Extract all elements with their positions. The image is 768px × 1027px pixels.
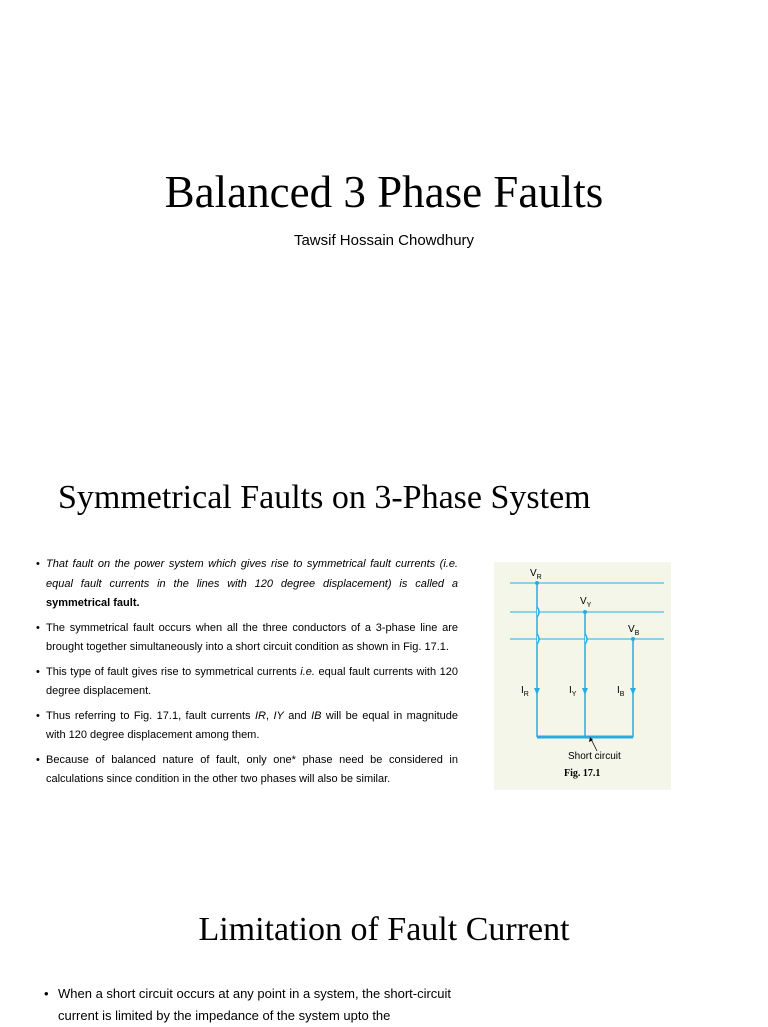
short-circuit-figure: VR VY VB IR IY IB Short circuit Fig. 17.… (494, 562, 671, 790)
bullet-text: equal fault currents with 120 degree dis… (46, 665, 458, 698)
label-ib: IB (617, 685, 625, 698)
arrow-down-icon (582, 688, 588, 695)
figure-caption: Fig. 17.1 (564, 768, 600, 779)
bullet-text: The symmetrical fault occurs when all th… (46, 621, 458, 654)
label-short-circuit: Short circuit (568, 751, 621, 762)
short-circuit-pointer (590, 738, 598, 752)
arrow-down-icon (534, 688, 540, 695)
section-heading-symmetrical-faults: Symmetrical Faults on 3-Phase System (58, 479, 591, 516)
section-heading-limitation: Limitation of Fault Current (198, 911, 570, 948)
current-iy: IY (273, 709, 284, 722)
bullet-item: • When a short circuit occurs at any poi… (44, 983, 490, 1027)
bullet-text: This type of fault gives rise to symmetr… (46, 665, 301, 678)
label-vr: VR (530, 568, 542, 581)
label-iy: IY (569, 685, 577, 698)
crossover-y-b (584, 633, 588, 645)
bullet-icon: • (36, 621, 40, 634)
bullet-item: • That fault on the power system which g… (36, 555, 458, 614)
node-r (535, 581, 539, 585)
bullet-icon: • (36, 558, 40, 570)
bullet-text-italic: i.e. equal fault currents in the lines w… (46, 558, 458, 590)
bullet-text: , (265, 709, 274, 722)
bullet-icon: • (36, 709, 40, 722)
bullet-text-bold: symmetrical fault. (46, 597, 140, 609)
current-ir: IR (254, 709, 266, 722)
pointer-arrow-icon (589, 737, 593, 742)
current-ib: IB (311, 709, 322, 722)
bullet-icon: • (36, 753, 40, 766)
bullet-item: • This type of fault gives rise to symme… (36, 663, 458, 702)
bullet-text: ) is called a (387, 577, 458, 590)
bullet-item: • Thus referring to Fig. 17.1, fault cur… (36, 707, 458, 746)
crossover-r-y (536, 606, 540, 618)
label-vb: VB (628, 624, 640, 637)
bullet-icon: • (44, 986, 49, 1001)
bullet-text: Thus referring to Fig. 17.1, fault curre… (46, 709, 255, 722)
bullet-text: and (283, 709, 312, 722)
bullet-item: • The symmetrical fault occurs when all … (36, 619, 458, 658)
bullet-icon: • (36, 665, 40, 678)
bullet-text: will be equal in magnitude with 120 degr… (46, 709, 459, 742)
label-ir: IR (521, 685, 529, 698)
crossover-r-b (536, 633, 540, 645)
node-y (583, 610, 587, 614)
limitation-bullet-list: • When a short circuit occurs at any poi… (44, 983, 490, 1027)
symmetrical-faults-bullet-list: • That fault on the power system which g… (36, 555, 458, 795)
label-vy: VY (580, 596, 592, 609)
slide-title: Balanced 3 Phase Faults (164, 167, 604, 217)
bullet-text-italic: i.e. (300, 665, 315, 678)
bullet-text: Because of balanced nature of fault, onl… (46, 753, 458, 786)
bullet-item: • Because of balanced nature of fault, o… (36, 751, 458, 790)
node-b (631, 637, 635, 641)
bullet-text: When a short circuit occurs at any point… (58, 986, 452, 1023)
bullet-text: That fault on the power system which giv… (46, 558, 444, 570)
arrow-down-icon (630, 688, 636, 695)
slide-author: Tawsif Hossain Chowdhury (293, 232, 475, 249)
short-circuit-diagram: VR VY VB IR IY IB Short circuit Fig. 17.… (510, 568, 664, 779)
